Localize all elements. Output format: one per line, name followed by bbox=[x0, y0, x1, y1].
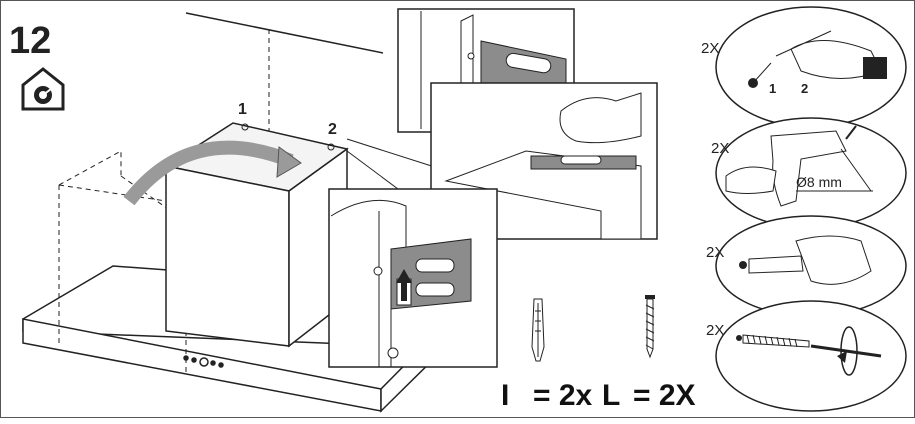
arrow-icon bbox=[276, 146, 302, 178]
detail-bracket-hook bbox=[328, 188, 498, 368]
ceiling-line bbox=[185, 12, 384, 54]
screw-qty: = 2X bbox=[633, 379, 696, 412]
mark-label-2: 2 bbox=[801, 81, 808, 96]
drill-size-label: Ø8 mm bbox=[796, 174, 842, 190]
step-circle-mark: 2X 1 2 bbox=[701, 6, 907, 128]
step-circle-drill: 2X Ø8 mm bbox=[711, 117, 907, 229]
step-circle-plug: 2X bbox=[706, 215, 907, 317]
step-count-3: 2X bbox=[706, 244, 724, 261]
step-number: 12 bbox=[9, 20, 51, 62]
step-count-4: 2X bbox=[706, 322, 724, 339]
wall-plug-icon bbox=[531, 298, 545, 362]
mark-label-1: 1 bbox=[769, 81, 776, 96]
step-count-2: 2X bbox=[711, 140, 729, 157]
step-circle-screw: 2X bbox=[706, 300, 907, 412]
house-fan-icon bbox=[21, 67, 65, 111]
step-count-1: 2X bbox=[701, 40, 719, 57]
hand-icon bbox=[559, 92, 642, 144]
drill-icon bbox=[725, 125, 857, 207]
bracket-label-2: 2 bbox=[328, 121, 337, 138]
bracket-label-1: 1 bbox=[238, 101, 247, 118]
curved-arrow-icon bbox=[123, 140, 294, 206]
screwdriver-icon bbox=[810, 326, 882, 376]
plug-qty: = 2x bbox=[533, 379, 593, 412]
screw-icon bbox=[645, 295, 655, 359]
screw-letter: L bbox=[602, 379, 620, 412]
plug-letter: I bbox=[501, 379, 509, 412]
